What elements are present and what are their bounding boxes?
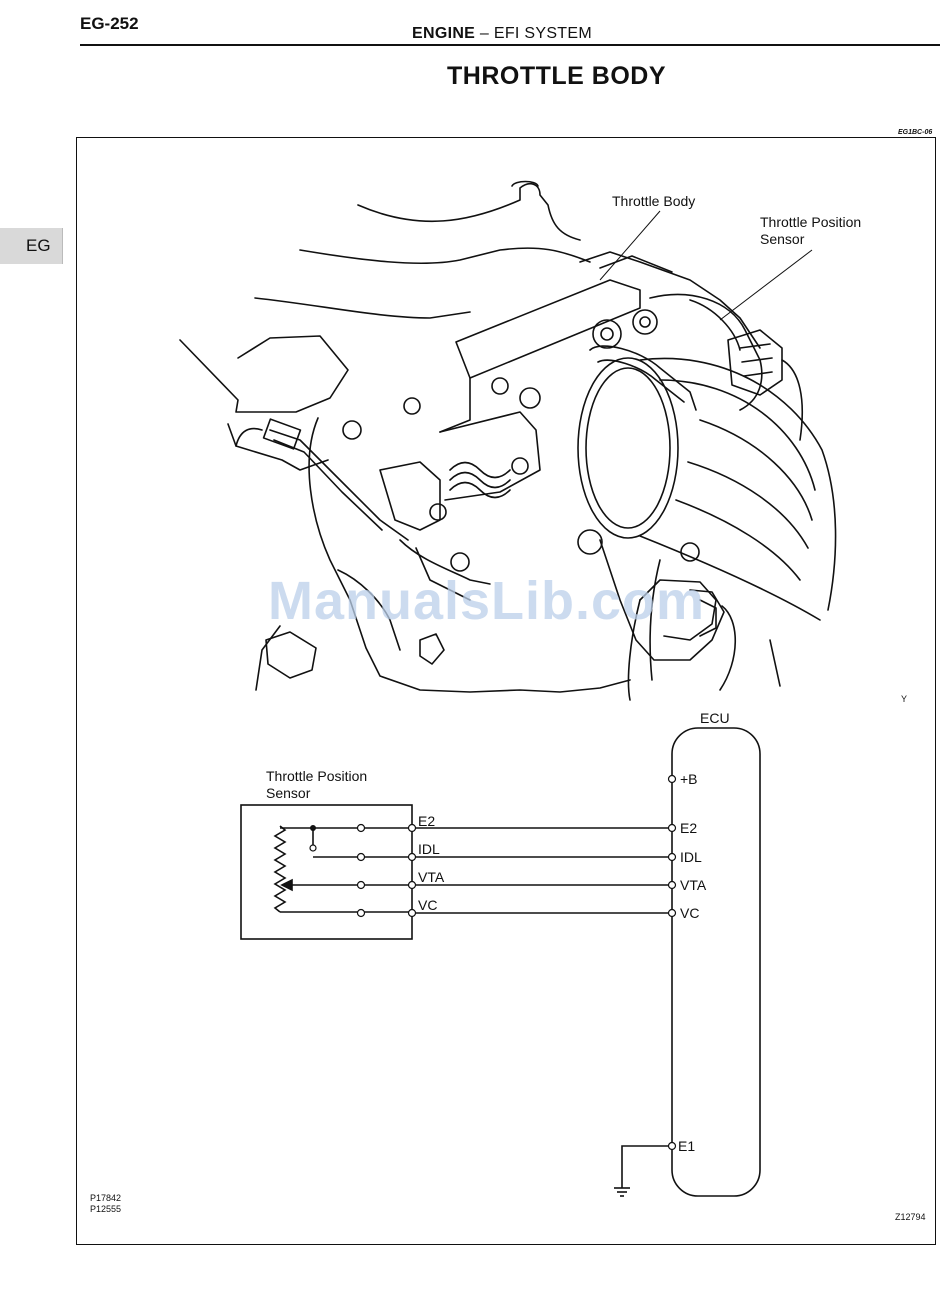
sensor-terminal-vc: VC bbox=[418, 897, 437, 914]
watermark: ManualsLib.com bbox=[268, 570, 705, 632]
tps-callout-line2: Sensor bbox=[760, 231, 804, 248]
ground-wire bbox=[622, 1146, 672, 1188]
ecu-box bbox=[672, 728, 760, 1196]
sensor-terminal-e2: E2 bbox=[418, 813, 435, 830]
sensor-label-line2: Sensor bbox=[266, 785, 310, 802]
tps-callout-line1: Throttle Position bbox=[760, 214, 861, 231]
figure-mark: Y bbox=[901, 694, 907, 705]
ecu-terminal-vc: VC bbox=[680, 905, 699, 922]
throttle-body-leader bbox=[600, 211, 660, 280]
ecu-label: ECU bbox=[700, 710, 730, 727]
throttle-body-callout: Throttle Body bbox=[612, 193, 695, 210]
potentiometer-resistor bbox=[275, 826, 285, 912]
ecu-terminal-e2: E2 bbox=[680, 820, 697, 837]
sensor-label-line1: Throttle Position bbox=[266, 768, 367, 785]
sensor-box bbox=[241, 805, 412, 939]
sensor-terminal-idl: IDL bbox=[418, 841, 440, 858]
figure-id: Z12794 bbox=[895, 1212, 926, 1223]
sensor-terminal-vta: VTA bbox=[418, 869, 444, 886]
ecu-terminal-e1: E1 bbox=[678, 1138, 695, 1155]
footer-code-2: P12555 bbox=[90, 1204, 121, 1215]
ecu-terminal-b: +B bbox=[680, 771, 698, 788]
ecu-terminal-vta: VTA bbox=[680, 877, 706, 894]
footer-code-1: P17842 bbox=[90, 1193, 121, 1204]
tps-leader bbox=[720, 250, 812, 320]
ecu-terminal-idl: IDL bbox=[680, 849, 702, 866]
